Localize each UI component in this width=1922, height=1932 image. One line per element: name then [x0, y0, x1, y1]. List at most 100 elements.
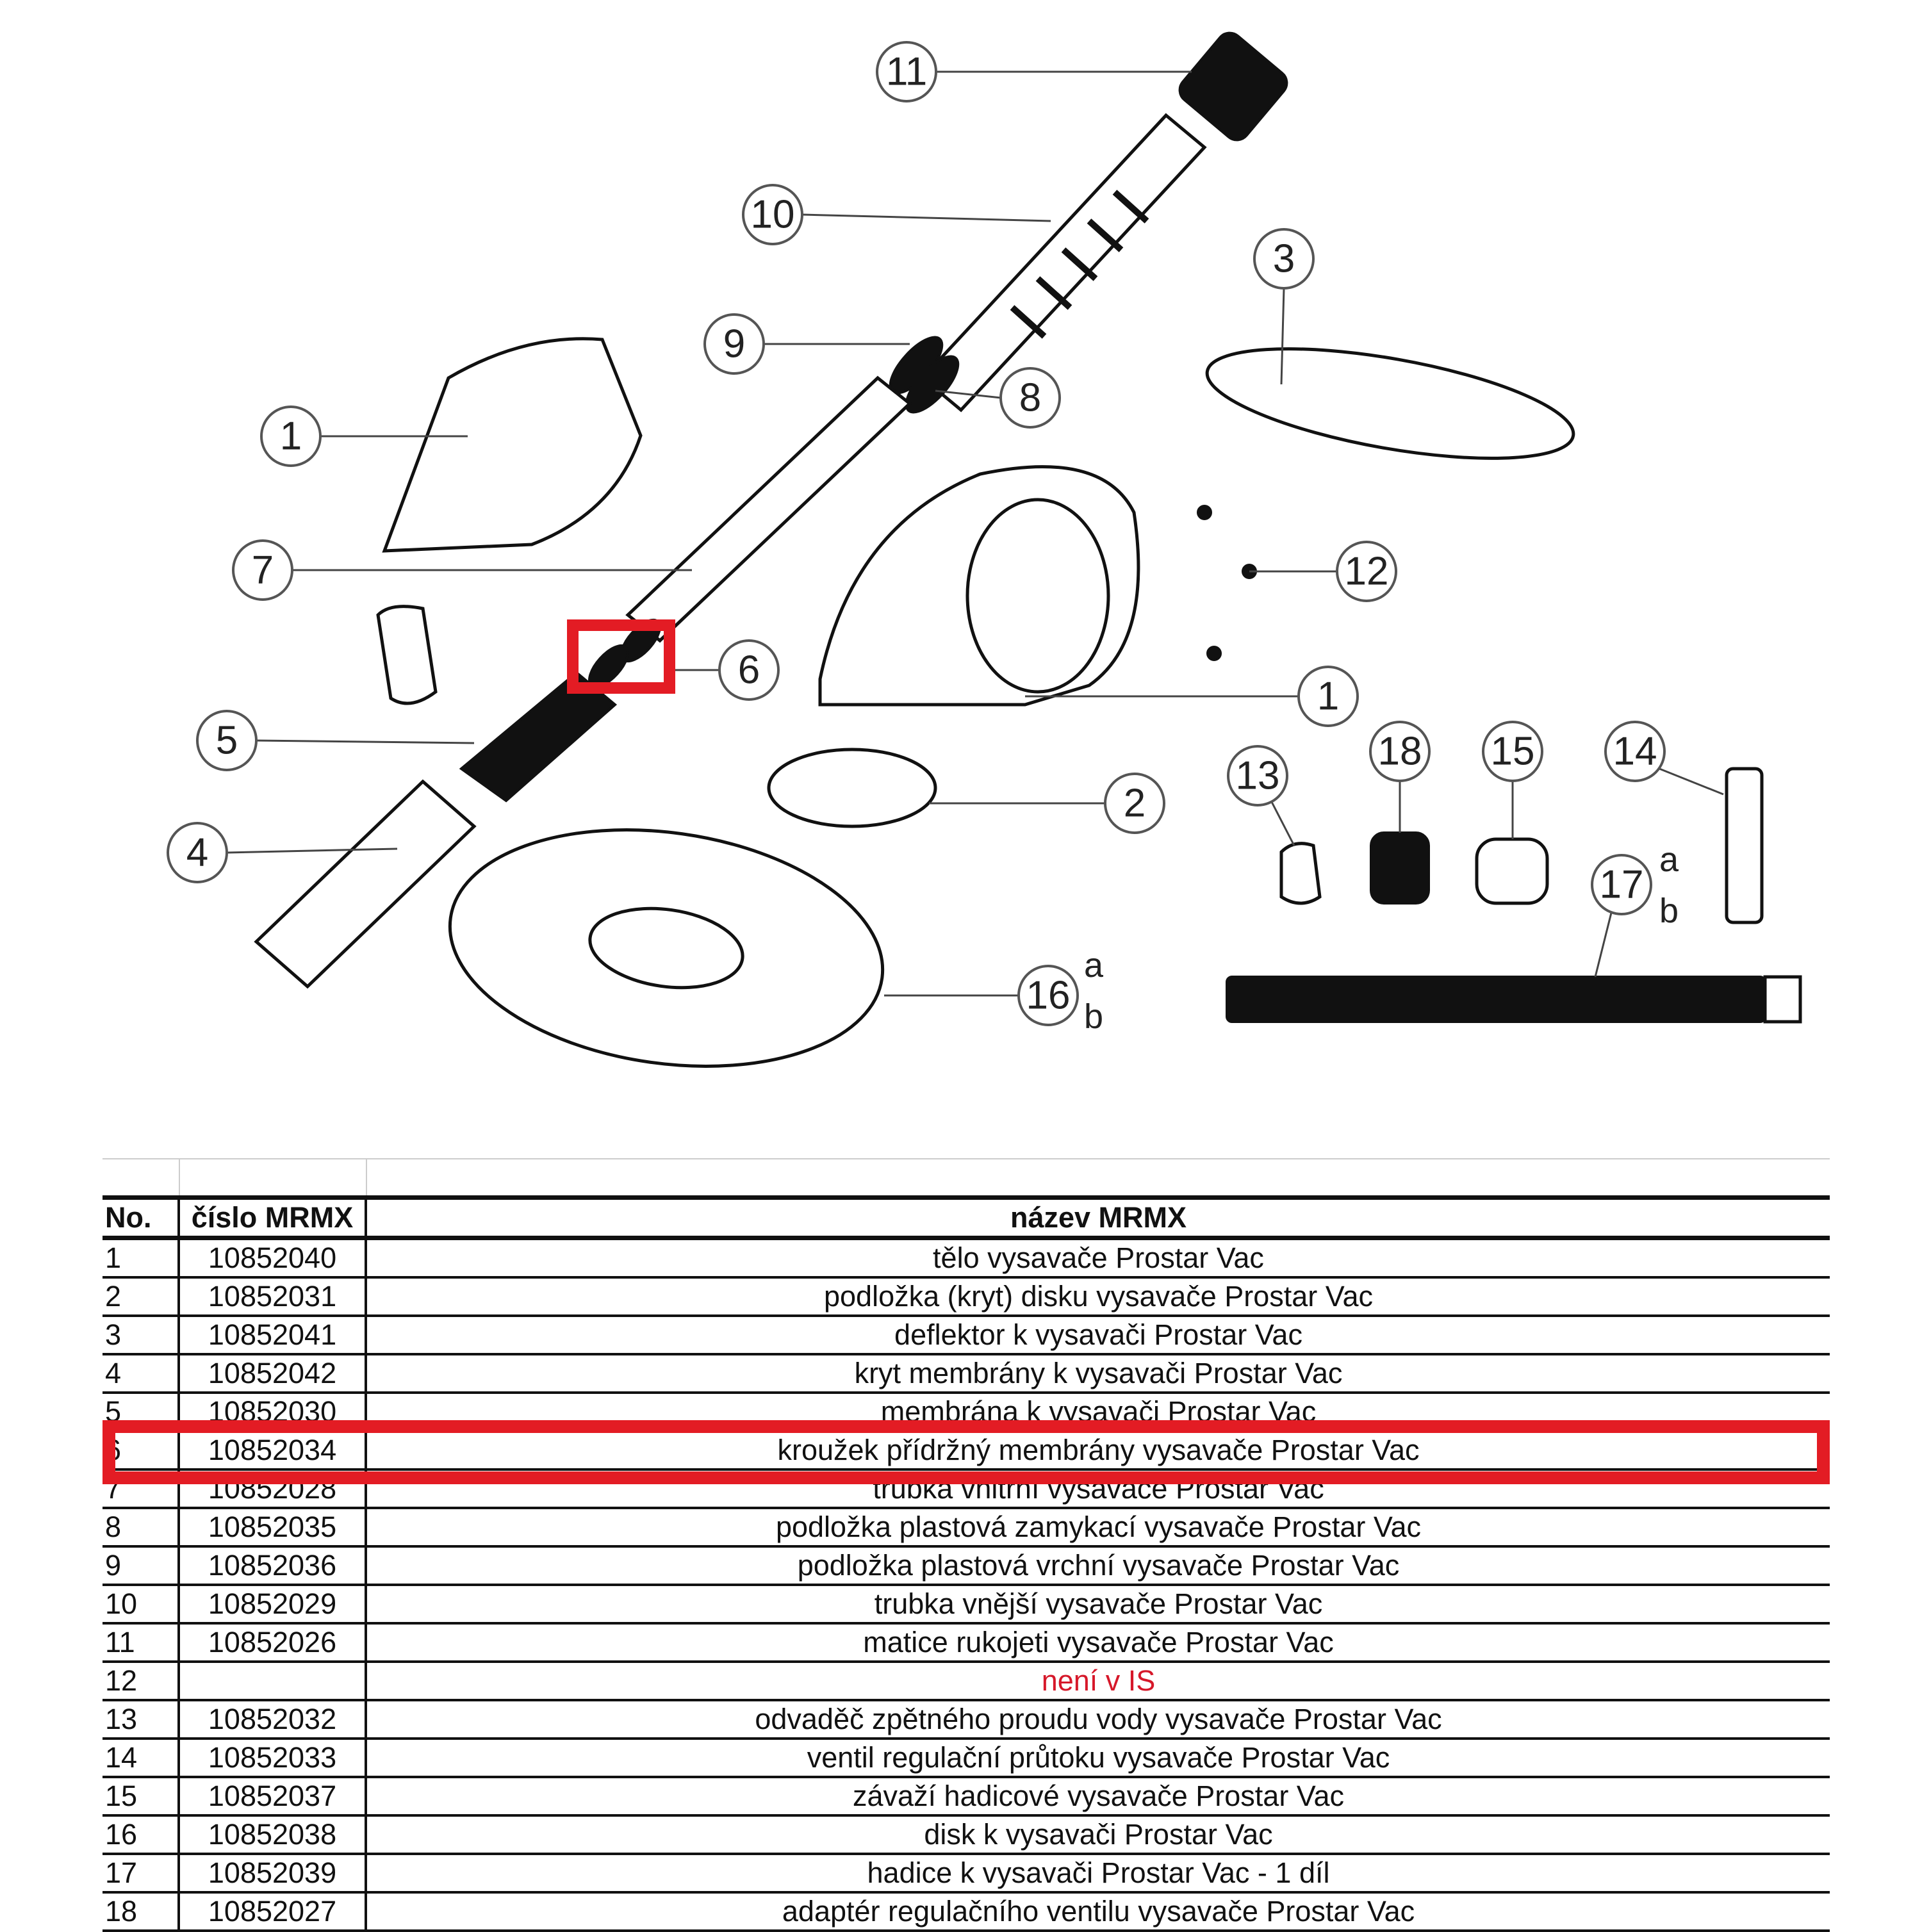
cell-name: není v IS — [366, 1662, 1830, 1701]
callout-16-a: a — [1084, 946, 1104, 985]
spreadsheet-gridlines — [103, 1158, 1830, 1198]
callout-17-a: a — [1659, 840, 1679, 879]
callout-6: 6 — [718, 639, 780, 701]
cell-name: odvaděč zpětného proudu vody vysavače Pr… — [366, 1700, 1830, 1740]
flow-valve-part — [1725, 767, 1764, 924]
callout-2: 2 — [1104, 773, 1165, 834]
callout-9: 9 — [703, 313, 765, 375]
deflector-part — [1205, 347, 1575, 460]
cell-name: trubka vnější vysavače Prostar Vac — [366, 1585, 1830, 1625]
disc-holder-part — [767, 748, 937, 828]
cell-no: 10 — [103, 1585, 180, 1625]
svg-text:13: 13 — [1236, 754, 1280, 798]
valve-adapter-part — [1370, 831, 1430, 905]
header-number: číslo MRMX — [179, 1195, 367, 1240]
svg-text:7: 7 — [252, 548, 274, 593]
cell-number: 10852041 — [179, 1316, 367, 1355]
cell-no: 16 — [103, 1815, 180, 1855]
cell-number: 10852031 — [179, 1277, 367, 1317]
svg-text:2: 2 — [1124, 782, 1146, 826]
parts-drawing — [254, 31, 1802, 1068]
cell-name: adaptér regulačního ventilu vysavače Pro… — [366, 1892, 1830, 1932]
cell-number: 10852027 — [179, 1892, 367, 1932]
hose-weight-part — [1475, 837, 1549, 905]
header-name: název MRMX — [366, 1195, 1830, 1240]
callout-17-b: b — [1659, 892, 1679, 930]
cell-number: 10852034 — [179, 1431, 367, 1471]
table-header-row: No. číslo MRMX název MRMX — [103, 1195, 1830, 1240]
svg-text:8: 8 — [1019, 376, 1041, 420]
callout-16-b: b — [1084, 997, 1103, 1036]
cell-number — [179, 1662, 367, 1701]
cell-name: tělo vysavače Prostar Vac — [366, 1238, 1830, 1279]
cell-no: 9 — [103, 1546, 180, 1586]
cell-name: ventil regulační průtoku vysavače Prosta… — [366, 1739, 1830, 1778]
callout-3: 3 — [1253, 228, 1315, 290]
cell-number: 10852033 — [179, 1739, 367, 1778]
inner-tube-part — [625, 375, 912, 643]
svg-text:11: 11 — [886, 50, 927, 94]
callout-14: 14 — [1604, 721, 1666, 782]
body-half-left-part — [382, 337, 643, 553]
cell-name: kryt membrány k vysavači Prostar Vac — [366, 1354, 1830, 1394]
cell-name: podložka (kryt) disku vysavače Prostar V… — [366, 1277, 1830, 1317]
cell-no: 12 — [103, 1662, 180, 1701]
svg-text:12: 12 — [1345, 550, 1389, 594]
callout-17: 17 — [1591, 854, 1652, 915]
svg-text:1: 1 — [280, 414, 302, 459]
svg-text:4: 4 — [186, 831, 208, 875]
cell-number: 10852037 — [179, 1777, 367, 1817]
callout-15: 15 — [1482, 721, 1543, 782]
callout-4: 4 — [167, 822, 228, 883]
callout-1-right: 1 — [1297, 666, 1359, 727]
cell-no: 3 — [103, 1316, 180, 1355]
cell-name: matice rukojeti vysavače Prostar Vac — [366, 1623, 1830, 1663]
exploded-parts-diagram: 11 10 3 9 8 1 7 12 6 1 5 2 13 18 15 14 1… — [167, 31, 1802, 1068]
cell-name: hadice k vysavači Prostar Vac - 1 díl — [366, 1854, 1830, 1894]
svg-text:1: 1 — [1317, 675, 1339, 719]
cell-no: 4 — [103, 1354, 180, 1394]
callout-18: 18 — [1369, 721, 1431, 782]
header-no: No. — [103, 1195, 180, 1240]
cell-number: 10852036 — [179, 1546, 367, 1586]
cell-no: 11 — [103, 1623, 180, 1663]
cell-no: 15 — [103, 1777, 180, 1817]
cell-no: 18 — [103, 1892, 180, 1932]
cell-no: 1 — [103, 1238, 180, 1279]
cell-name: závaží hadicové vysavače Prostar Vac — [366, 1777, 1830, 1817]
cell-number: 10852035 — [179, 1508, 367, 1548]
cell-no: 14 — [103, 1739, 180, 1778]
cell-name: disk k vysavači Prostar Vac — [366, 1815, 1830, 1855]
callout-10: 10 — [742, 184, 803, 245]
svg-text:18: 18 — [1378, 730, 1422, 774]
callout-16: 16 — [1017, 965, 1079, 1026]
diagram-highlight-box — [567, 619, 675, 694]
svg-text:6: 6 — [738, 648, 760, 692]
svg-text:17: 17 — [1600, 863, 1644, 907]
callout-12: 12 — [1336, 541, 1397, 602]
leader-lines — [226, 70, 1724, 997]
svg-text:3: 3 — [1273, 237, 1295, 281]
table-row: 12 není v IS — [103, 1662, 1830, 1701]
cell-no: 8 — [103, 1508, 180, 1548]
hose-part — [1226, 976, 1766, 1023]
cell-no: 2 — [103, 1277, 180, 1317]
callout-11: 11 — [876, 41, 937, 102]
svg-text:15: 15 — [1491, 730, 1535, 774]
callout-1-left: 1 — [260, 405, 322, 467]
callout-13: 13 — [1227, 745, 1288, 806]
